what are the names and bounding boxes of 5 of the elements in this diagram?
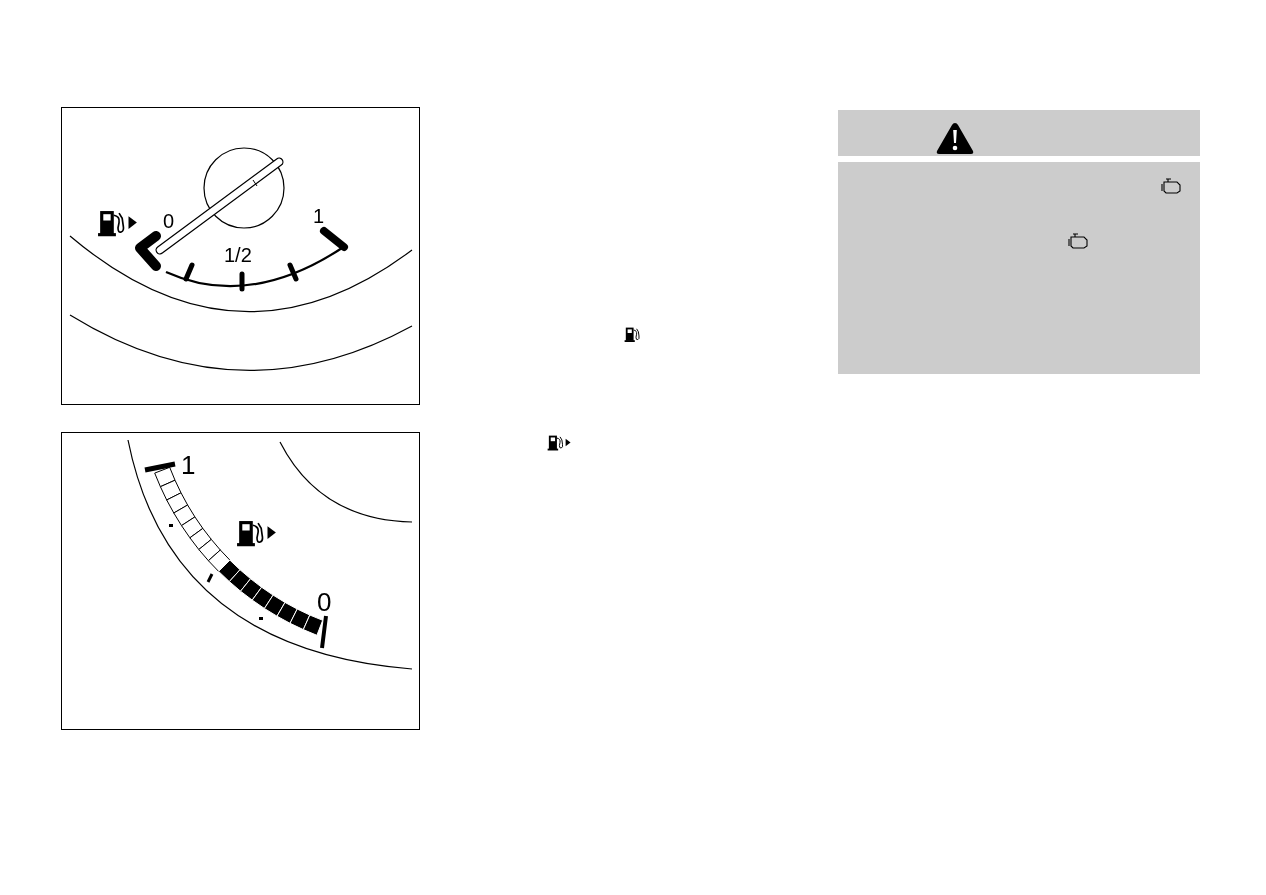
scale-number: 0 xyxy=(163,211,175,231)
scale-number: 1 xyxy=(181,452,196,478)
scale-number: 0 xyxy=(317,589,332,615)
scale-number: 1 xyxy=(313,206,325,226)
scale-number: 1/2 xyxy=(224,245,252,265)
